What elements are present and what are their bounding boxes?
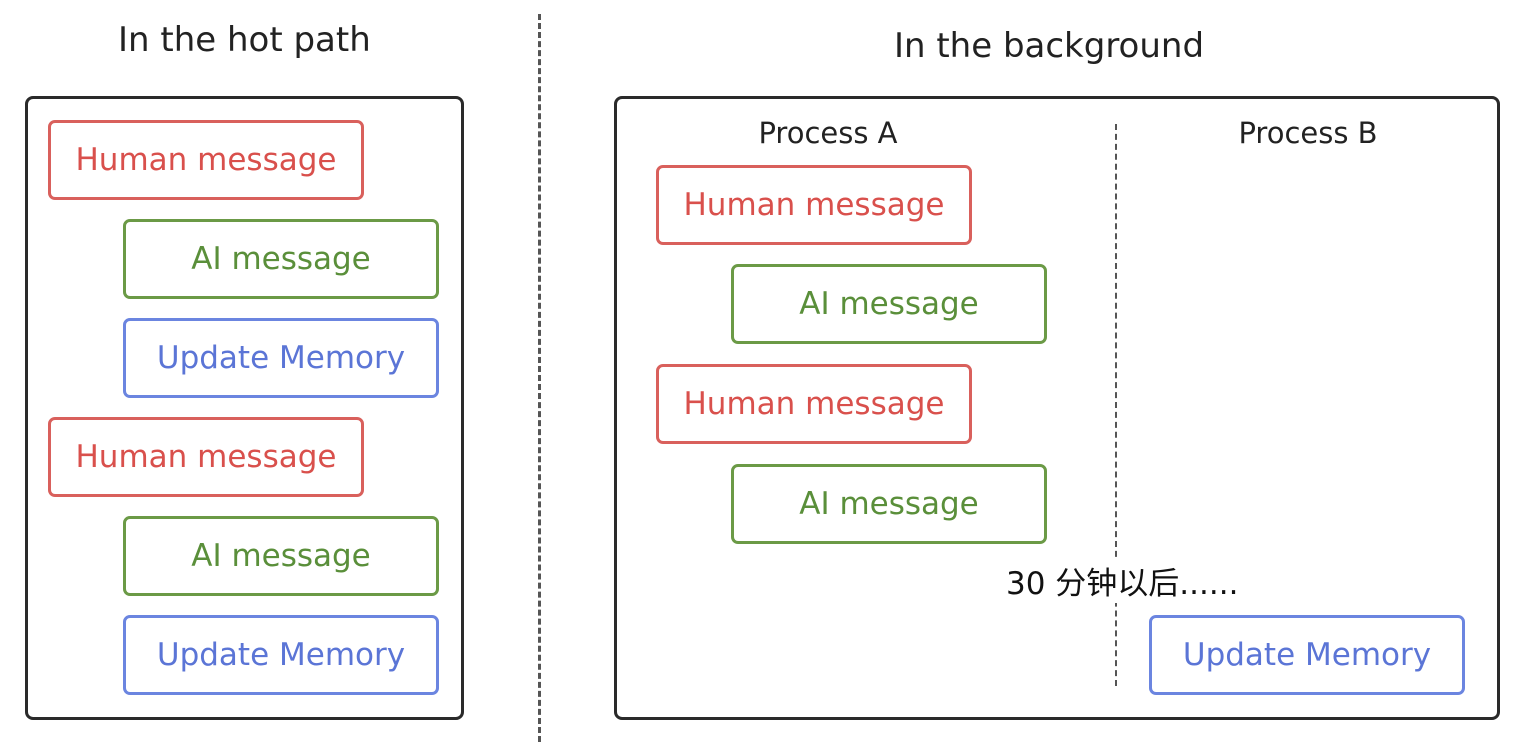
hot-path-update-memory-1: Update Memory — [123, 318, 439, 398]
hot-path-update-memory-2: Update Memory — [123, 615, 439, 695]
hot-path-ai-message-2: AI message — [123, 516, 439, 596]
delay-note: 30 分钟以后...... — [1004, 558, 1241, 603]
process-divider — [1115, 124, 1117, 686]
process-a-ai-message-2: AI message — [731, 464, 1047, 544]
process-a-ai-message-1: AI message — [731, 264, 1047, 344]
hot-path-ai-message-1: AI message — [123, 219, 439, 299]
process-a-human-message-1: Human message — [656, 165, 972, 245]
hot-path-human-message-1: Human message — [48, 120, 364, 200]
hot-path-title: In the hot path — [118, 20, 371, 60]
process-a-human-message-2: Human message — [656, 364, 972, 444]
process-b-title: Process B — [1238, 116, 1378, 150]
hot-path-human-message-2: Human message — [48, 417, 364, 497]
process-a-title: Process A — [758, 116, 898, 150]
process-b-update-memory: Update Memory — [1149, 615, 1465, 695]
background-title: In the background — [893, 26, 1205, 66]
section-divider — [538, 14, 541, 742]
